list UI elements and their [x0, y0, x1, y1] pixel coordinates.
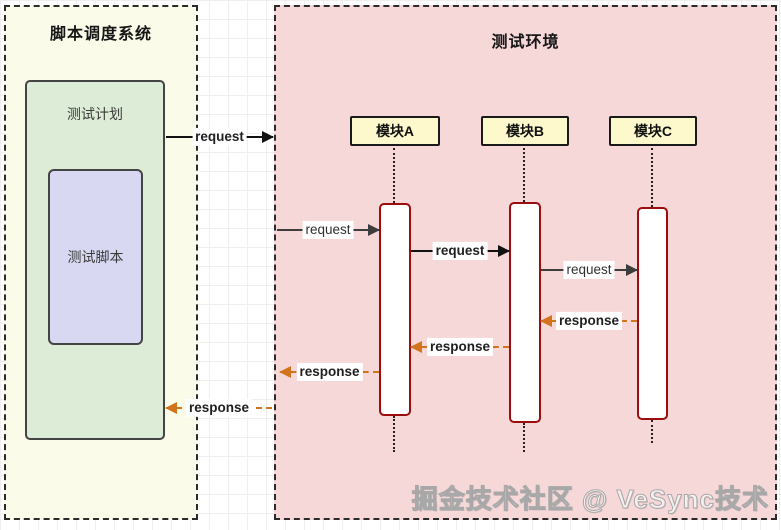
message-label: request	[302, 220, 354, 240]
message-label: request	[432, 241, 488, 261]
msg-env-response-plan: response	[165, 398, 272, 418]
arrowhead-left-icon	[279, 366, 291, 378]
msg-b-response-a: response	[410, 337, 509, 357]
arrowhead-right-icon	[626, 264, 638, 276]
test-plan-label: 测试计划	[67, 106, 123, 122]
module-a-box: 模块A	[350, 116, 440, 146]
module-c-lifeline-bottom	[651, 420, 653, 443]
module-b-activation-bar	[509, 202, 541, 423]
test-script-label: 测试脚本	[67, 249, 124, 265]
test-env-panel-title: 测试环境	[491, 34, 560, 51]
module-b-box: 模块B	[481, 116, 569, 146]
arrowhead-right-icon	[498, 245, 510, 257]
module-c-label: 模块C	[633, 123, 673, 139]
arrowhead-right-icon	[262, 131, 274, 143]
module-b-label: 模块B	[505, 123, 545, 139]
module-c-box: 模块C	[609, 116, 697, 146]
arrowhead-right-icon	[368, 224, 380, 236]
message-label: response	[426, 337, 494, 357]
module-b-lifeline-top	[523, 148, 525, 202]
module-a-lifeline-bottom	[393, 416, 395, 452]
module-c-activation-bar	[637, 207, 668, 420]
module-a-label: 模块A	[375, 123, 415, 139]
message-label: response	[296, 362, 363, 382]
module-a-lifeline-top	[393, 148, 395, 203]
msg-a-request-b: request	[411, 241, 510, 261]
msg-plan-request-env: request	[166, 127, 274, 147]
test-script-box: 测试脚本	[48, 169, 143, 345]
arrowhead-left-icon	[540, 315, 552, 327]
module-b-lifeline-bottom	[523, 423, 525, 452]
watermark-text: 掘金技术社区 @ VeSync技术	[411, 484, 769, 515]
msg-env-request-module-a: request	[277, 220, 380, 240]
scheduler-panel-title: 脚本调度系统	[49, 26, 152, 43]
message-label: response	[555, 311, 623, 331]
msg-b-request-c: request	[541, 260, 638, 280]
module-c-lifeline-top	[651, 148, 653, 207]
msg-a-response-env: response	[279, 362, 379, 382]
message-label: request	[192, 127, 247, 147]
msg-c-response-b: response	[540, 311, 637, 331]
message-label: request	[563, 260, 615, 280]
arrowhead-left-icon	[410, 341, 422, 353]
arrowhead-left-icon	[165, 402, 177, 414]
module-a-activation-bar	[379, 203, 411, 416]
message-label: response	[185, 398, 253, 418]
